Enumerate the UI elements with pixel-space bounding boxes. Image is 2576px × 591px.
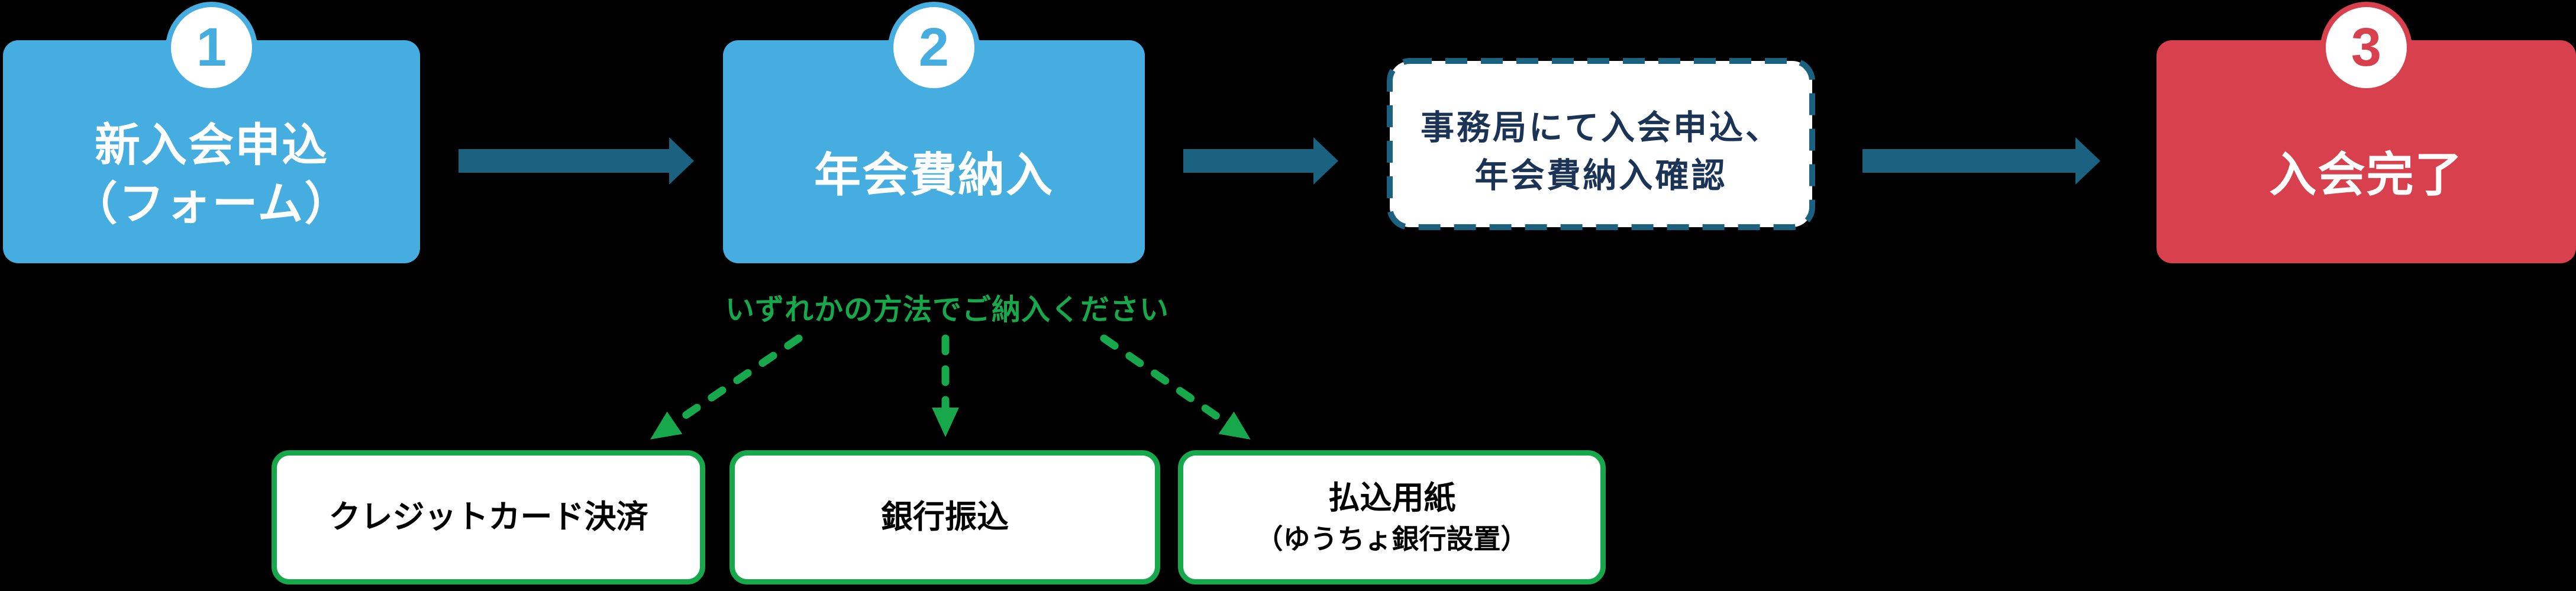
payment-method-label: 払込用紙 (1328, 480, 1456, 516)
payment-method-bank-transfer: 銀行振込 (729, 450, 1160, 584)
payment-method-label: 銀行振込 (881, 499, 1009, 535)
dashed-arrow-right (1100, 334, 1251, 440)
office-note-line1: 事務局にて入会申込、 (1421, 108, 1781, 147)
step-1-number: 1 (196, 17, 227, 77)
arrow-head (1313, 137, 1338, 185)
step-2-number: 2 (918, 17, 950, 77)
office-confirmation-box: 事務局にて入会申込、 年会費納入確認 (1386, 57, 1816, 231)
step-3-label: 入会完了 (2269, 148, 2464, 202)
arrow-shaft (1183, 149, 1313, 173)
arrow-head (669, 137, 694, 185)
office-note-line2: 年会費納入確認 (1474, 156, 1728, 195)
arrow-head (2075, 137, 2100, 185)
step-2-label: 年会費納入 (814, 148, 1054, 201)
step-3-number-badge: 3 (2320, 2, 2412, 93)
dashed-border (1387, 58, 1815, 230)
payment-method-label: クレジットカード決済 (328, 499, 648, 535)
arrow-shaft (1862, 149, 2075, 173)
dashed-arrow-left (650, 334, 803, 440)
step-3-number: 3 (2351, 17, 2382, 77)
step-1-number-badge: 1 (166, 2, 257, 93)
step-2-number-badge: 2 (888, 2, 980, 93)
payment-method-credit-card: クレジットカード決済 (272, 450, 705, 584)
payment-method-sublabel: （ゆうちょ銀行設置） (1255, 524, 1528, 555)
arrow-shaft (459, 149, 669, 173)
step-1-label-line1: 新入会申込 (94, 120, 328, 171)
payment-method-payment-slip: 払込用紙 （ゆうちょ銀行設置） (1178, 450, 1606, 584)
payment-instruction-label: いずれかの方法でご納入ください (725, 294, 1169, 326)
step-1-label-line2: （フォーム） (72, 178, 351, 230)
